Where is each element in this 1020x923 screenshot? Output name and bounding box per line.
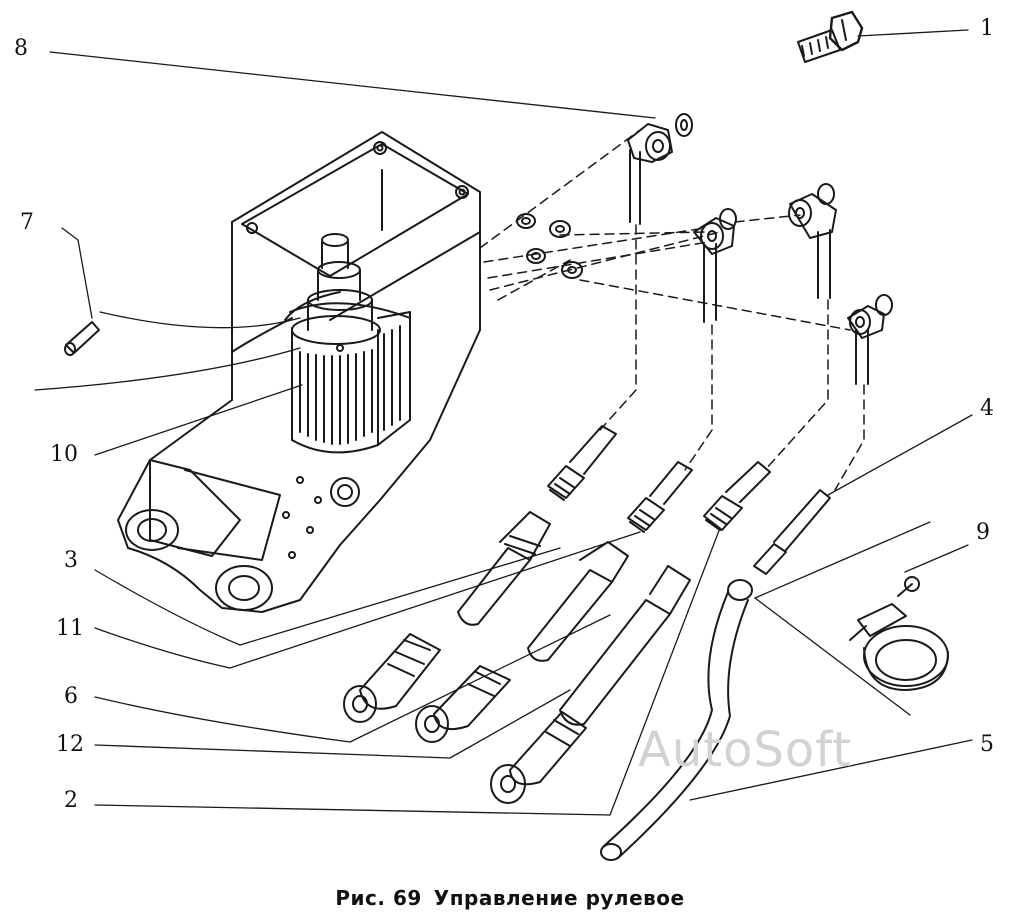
steering-column-housing: [117, 131, 481, 613]
tube-ends: [547, 425, 831, 575]
callout-3: 3: [64, 548, 78, 573]
hose-clamp: [849, 576, 949, 691]
callout-9: 9: [976, 520, 990, 545]
pin-part: [64, 321, 100, 356]
callout-6: 6: [64, 684, 78, 709]
callout-8: 8: [14, 36, 28, 61]
callout-4: 4: [980, 396, 994, 421]
leader-lines: [34, 29, 973, 816]
washers: [516, 113, 893, 316]
callout-10: 10: [50, 442, 78, 467]
banjo-fittings: [627, 123, 885, 385]
hoses: [343, 511, 691, 804]
watermark: AutoSoft: [638, 722, 853, 778]
callout-11: 11: [56, 616, 84, 641]
callout-7: 7: [20, 210, 34, 235]
callout-2: 2: [64, 788, 78, 813]
bolt-part: [797, 10, 864, 63]
figure-number: Рис. 69: [335, 886, 422, 910]
callout-5: 5: [980, 732, 994, 757]
callout-12: 12: [56, 732, 84, 757]
figure-caption: Рис. 69 Управление рулевое: [0, 886, 1020, 910]
callout-1: 1: [980, 16, 994, 41]
figure-title: Управление рулевое: [433, 886, 685, 910]
long-hose: [600, 579, 753, 861]
assembly-dashed-lines: [479, 129, 865, 491]
